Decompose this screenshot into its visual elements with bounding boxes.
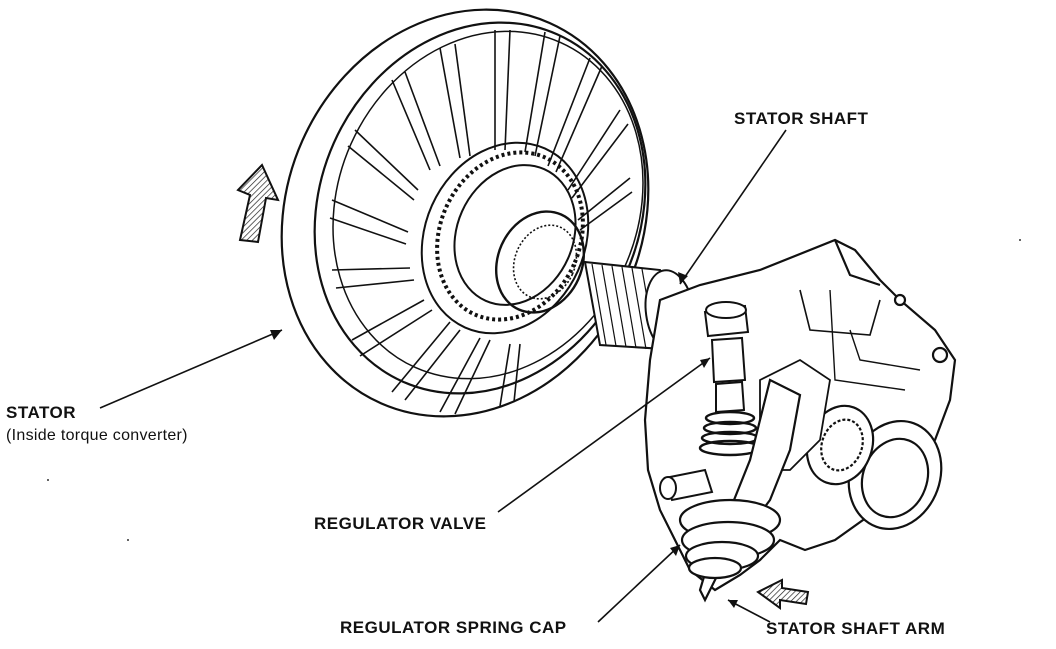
stator-shaft-arm <box>678 378 802 603</box>
leader-stator <box>99 329 283 409</box>
arrow-up-right-icon <box>236 163 280 244</box>
regulator-valve <box>659 301 762 502</box>
label-regulator-valve: REGULATOR VALVE <box>314 514 487 533</box>
leader-regulator-valve <box>497 357 711 513</box>
leader-stator-shaft <box>679 129 787 285</box>
stator-wheel <box>280 8 650 418</box>
regulator-spring <box>698 410 762 457</box>
arrow-left-icon <box>756 578 810 610</box>
label-stator-shaft: STATOR SHAFT <box>734 109 869 128</box>
label-stator-shaft-arm: STATOR SHAFT ARM <box>766 619 946 638</box>
leader-regulator-spring-cap <box>597 544 681 623</box>
label-stator: STATOR <box>6 403 77 422</box>
scan-specks <box>47 239 1021 541</box>
label-regulator-spring-cap: REGULATOR SPRING CAP <box>340 618 567 637</box>
label-stator-note: (Inside torque converter) <box>6 427 188 444</box>
